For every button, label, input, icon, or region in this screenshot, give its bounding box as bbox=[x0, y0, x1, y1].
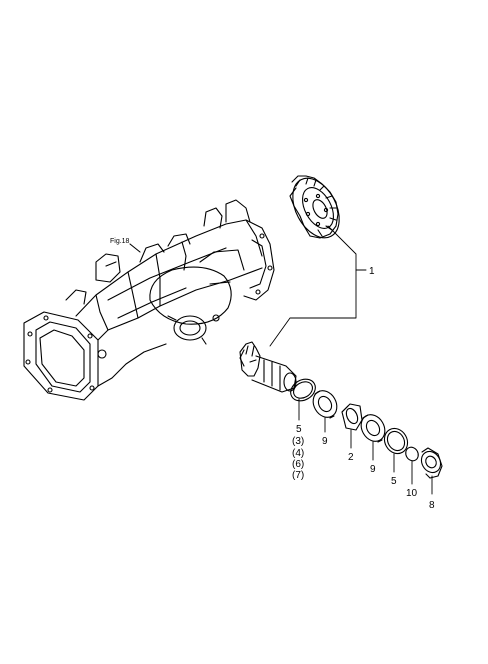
snap-ring-5b bbox=[383, 427, 409, 455]
callout-6: (6) bbox=[292, 459, 304, 470]
pinion-shaft bbox=[239, 341, 297, 393]
callout-10: 10 bbox=[406, 488, 418, 499]
figure-ref-label[interactable]: Fig.18 bbox=[110, 238, 130, 245]
callout-5b: 5 bbox=[391, 476, 397, 487]
axle-housing bbox=[23, 199, 275, 401]
callout-4: (4) bbox=[292, 448, 304, 459]
callout-labels: Fig.18 1 5 (3) (4) (6) (7) 9 2 9 5 10 8 bbox=[110, 238, 435, 511]
callout-9b: 9 bbox=[370, 464, 376, 475]
callout-5a: 5 bbox=[296, 424, 302, 435]
o-ring-10 bbox=[405, 446, 419, 462]
nut-8 bbox=[420, 447, 443, 479]
callout-1: 1 bbox=[369, 266, 375, 277]
bearing-9b bbox=[360, 414, 386, 443]
callout-7: (7) bbox=[292, 470, 304, 481]
leader-lines bbox=[269, 225, 433, 495]
callout-2: 2 bbox=[348, 452, 354, 463]
bearing-9a bbox=[312, 390, 338, 419]
snap-ring-5a bbox=[290, 378, 316, 402]
leader-1 bbox=[269, 225, 357, 347]
callout-8: 8 bbox=[429, 500, 435, 511]
crown-gear bbox=[289, 175, 340, 239]
callout-9a: 9 bbox=[322, 436, 328, 447]
spacer-collar-2 bbox=[341, 403, 363, 431]
callout-3: (3) bbox=[292, 436, 304, 447]
